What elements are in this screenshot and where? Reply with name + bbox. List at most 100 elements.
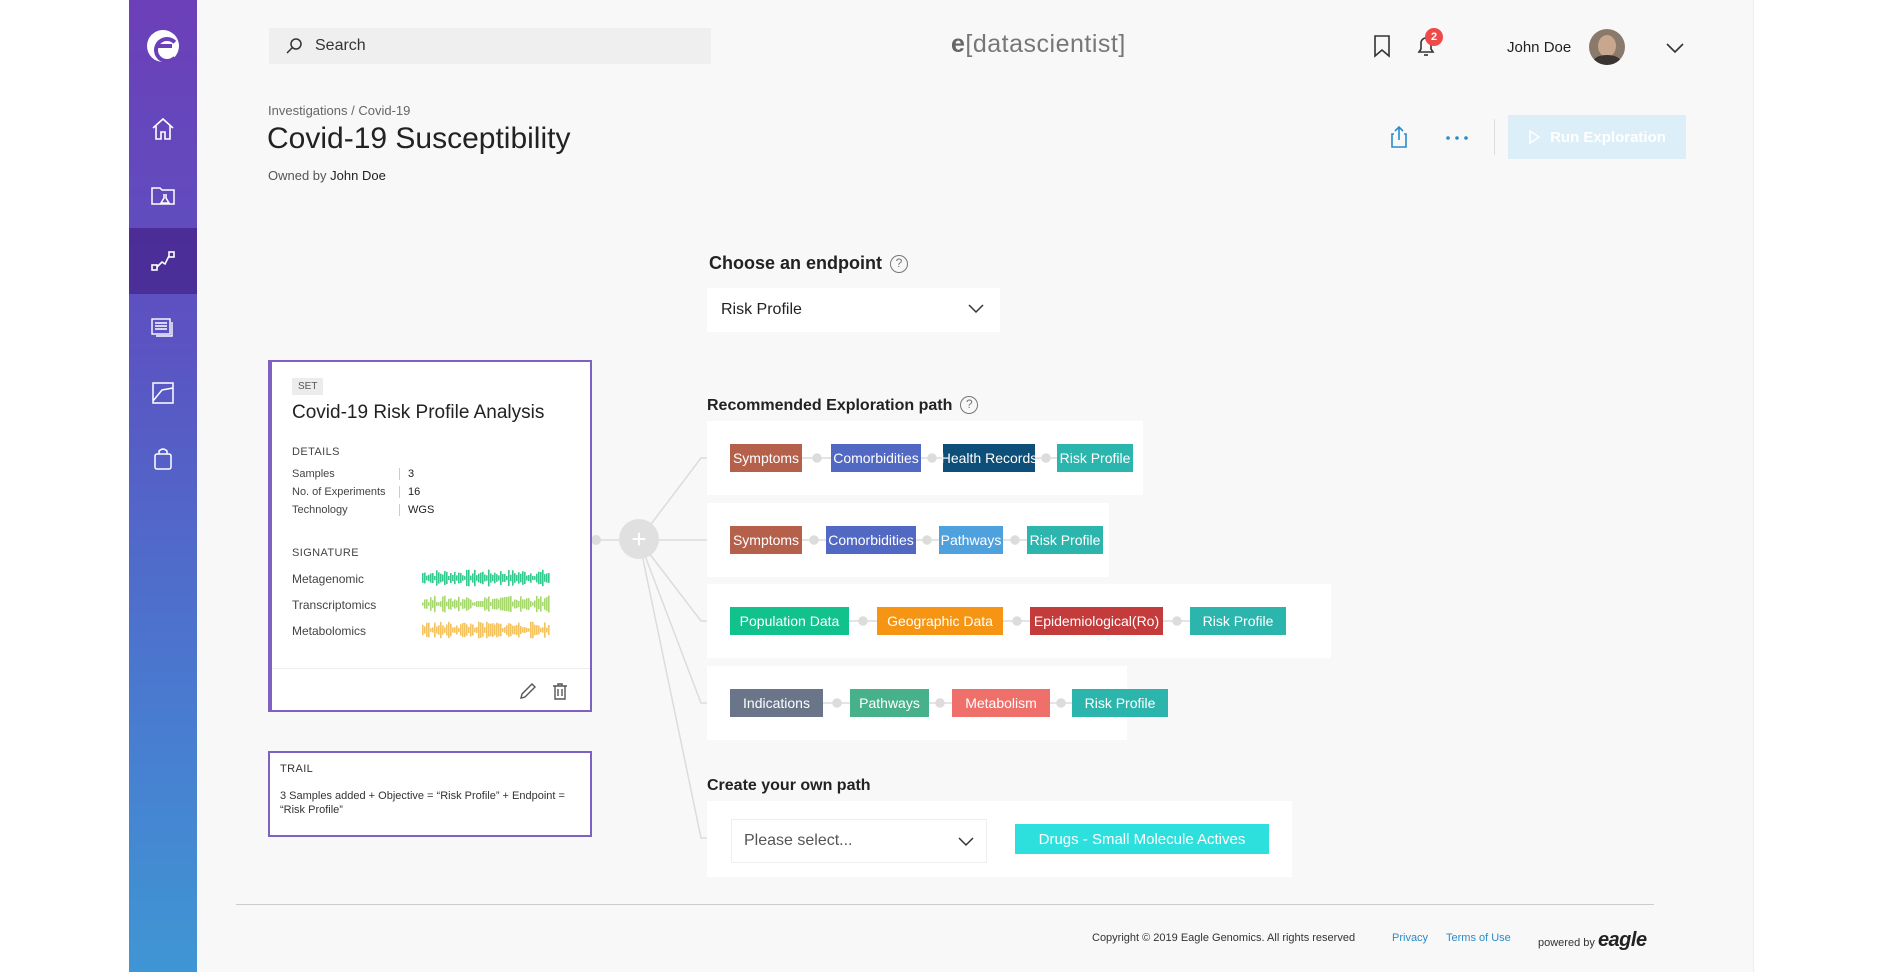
user-name[interactable]: John Doe xyxy=(1507,39,1572,56)
path-3-links xyxy=(849,616,1190,626)
notification-badge: 2 xyxy=(1425,28,1443,46)
recommended-path-1[interactable]: Symptoms Comorbidities Health Records Ri… xyxy=(707,421,1143,495)
play-icon xyxy=(1529,130,1541,144)
path-node[interactable]: Metabolism xyxy=(952,689,1050,717)
signature-name: Metabolomics xyxy=(292,624,367,638)
owned-prefix: Owned by xyxy=(268,168,327,183)
details-label: DETAILS xyxy=(292,446,340,458)
detail-key: Samples xyxy=(292,468,400,480)
brand-logo: e[datascientist] xyxy=(951,30,1126,59)
header-divider xyxy=(1494,119,1495,155)
powered-by: powered by eagle xyxy=(1538,929,1647,952)
footer-divider xyxy=(236,904,1654,905)
recommended-heading-text: Recommended Exploration path xyxy=(707,397,953,414)
signature-name: Transcriptomics xyxy=(292,598,377,612)
recommended-path-4[interactable]: Indications Pathways Metabolism Risk Pro… xyxy=(707,666,1168,740)
detail-row: Technology WGS xyxy=(292,504,572,516)
path-1-links xyxy=(802,453,1057,463)
folder-flask-icon xyxy=(151,187,175,205)
home-icon xyxy=(152,117,174,140)
path-node[interactable]: Pathways xyxy=(850,689,929,717)
own-path-select[interactable]: Please select... xyxy=(731,819,987,863)
path-node[interactable]: Risk Profile xyxy=(1057,444,1133,472)
search-placeholder: Search xyxy=(315,37,366,54)
path-node[interactable]: Health Records xyxy=(941,444,1037,472)
sidebar-item-library[interactable] xyxy=(129,294,197,360)
recommended-path-2[interactable]: Symptoms Comorbidities Pathways Risk Pro… xyxy=(707,503,1109,577)
owner-line: Owned by John Doe xyxy=(268,168,386,183)
breadcrumb[interactable]: Investigations / Covid-19 xyxy=(268,103,411,118)
app-logo-icon[interactable] xyxy=(147,30,180,63)
share-icon[interactable] xyxy=(1389,125,1409,149)
bag-icon xyxy=(154,448,172,470)
app-window: Search e[datascientist] 2 John Doe Inves… xyxy=(129,0,1754,972)
edit-pencil-icon[interactable] xyxy=(518,681,538,701)
brand-name-open: [data xyxy=(965,30,1024,58)
detail-value: WGS xyxy=(408,504,435,516)
search-bar[interactable]: Search xyxy=(269,28,711,64)
signature-waveform-metabolomics xyxy=(422,621,550,639)
sidebar-item-investigations[interactable] xyxy=(129,162,197,228)
path-node[interactable]: Geographic Data xyxy=(877,607,1003,635)
path-node[interactable]: Risk Profile xyxy=(1190,607,1286,635)
signature-waveform-transcriptomics xyxy=(422,595,550,613)
powered-by-text: powered by xyxy=(1538,937,1595,949)
sidebar xyxy=(129,0,197,972)
owner-name: John Doe xyxy=(330,168,386,183)
chevron-down-icon xyxy=(958,837,974,847)
recommended-path-3[interactable]: Population Data Geographic Data Epidemio… xyxy=(707,584,1331,658)
path-node[interactable]: Indications xyxy=(730,689,823,717)
add-path-button[interactable]: + xyxy=(619,519,659,559)
path-node[interactable]: Comorbidities xyxy=(826,526,916,554)
sidebar-item-store[interactable] xyxy=(129,426,197,492)
path-node[interactable]: Symptoms xyxy=(730,444,802,472)
path-node[interactable]: Epidemiological(Ro) xyxy=(1030,607,1163,635)
privacy-link[interactable]: Privacy xyxy=(1392,932,1429,944)
own-path-heading: Create your own path xyxy=(707,777,871,794)
detail-value: 3 xyxy=(408,468,415,480)
trash-icon[interactable] xyxy=(550,681,570,701)
brand-prefix: e xyxy=(951,30,966,58)
drug-chip[interactable]: Drugs - Small Molecule Actives xyxy=(1015,824,1269,854)
avatar[interactable] xyxy=(1589,29,1625,65)
own-path-placeholder: Please select... xyxy=(744,832,853,849)
path-icon xyxy=(151,251,175,271)
brand-name-close: ] xyxy=(1118,30,1126,58)
detail-key: Technology xyxy=(292,504,400,516)
trail-label: TRAIL xyxy=(280,763,314,775)
terms-link[interactable]: Terms of Use xyxy=(1446,932,1511,944)
chevron-down-icon[interactable] xyxy=(1665,42,1685,54)
bookmark-icon[interactable] xyxy=(1373,34,1391,58)
path-node[interactable]: Symptoms xyxy=(730,526,802,554)
run-exploration-label: Run Exploration xyxy=(1550,128,1666,146)
endpoint-select[interactable]: Risk Profile xyxy=(707,288,1000,332)
path-4-links xyxy=(823,698,1072,708)
path-node[interactable]: Comorbidities xyxy=(831,444,921,472)
path-2-links xyxy=(802,535,1027,545)
sidebar-item-home[interactable] xyxy=(129,96,197,162)
endpoint-heading: Choose an endpoint? xyxy=(709,253,908,274)
path-node[interactable]: Population Data xyxy=(730,607,849,635)
sidebar-item-explorations[interactable] xyxy=(129,228,197,294)
signature-waveform-metagenomic xyxy=(422,569,550,587)
trail-card: TRAIL 3 Samples added + Objective = “Ris… xyxy=(268,751,592,837)
set-card[interactable]: SET Covid-19 Risk Profile Analysis DETAI… xyxy=(268,360,592,712)
detail-row: Samples 3 xyxy=(292,468,572,480)
page-title: Covid-19 Susceptibility xyxy=(267,122,571,155)
set-title: Covid-19 Risk Profile Analysis xyxy=(292,402,545,423)
endpoint-heading-text: Choose an endpoint xyxy=(709,253,882,273)
brand-name-main: scientist xyxy=(1023,30,1119,58)
sidebar-item-reports[interactable] xyxy=(129,360,197,426)
card-footer xyxy=(272,668,590,710)
help-icon[interactable]: ? xyxy=(960,396,979,414)
help-icon[interactable]: ? xyxy=(890,255,908,273)
path-node[interactable]: Pathways xyxy=(939,526,1003,554)
documents-icon xyxy=(151,318,173,337)
set-tag: SET xyxy=(292,378,324,395)
report-icon xyxy=(152,382,174,404)
run-exploration-button[interactable]: Run Exploration xyxy=(1508,115,1686,159)
more-options-icon[interactable] xyxy=(1445,135,1469,141)
path-node[interactable]: Risk Profile xyxy=(1072,689,1168,717)
path-node[interactable]: Risk Profile xyxy=(1027,526,1103,554)
